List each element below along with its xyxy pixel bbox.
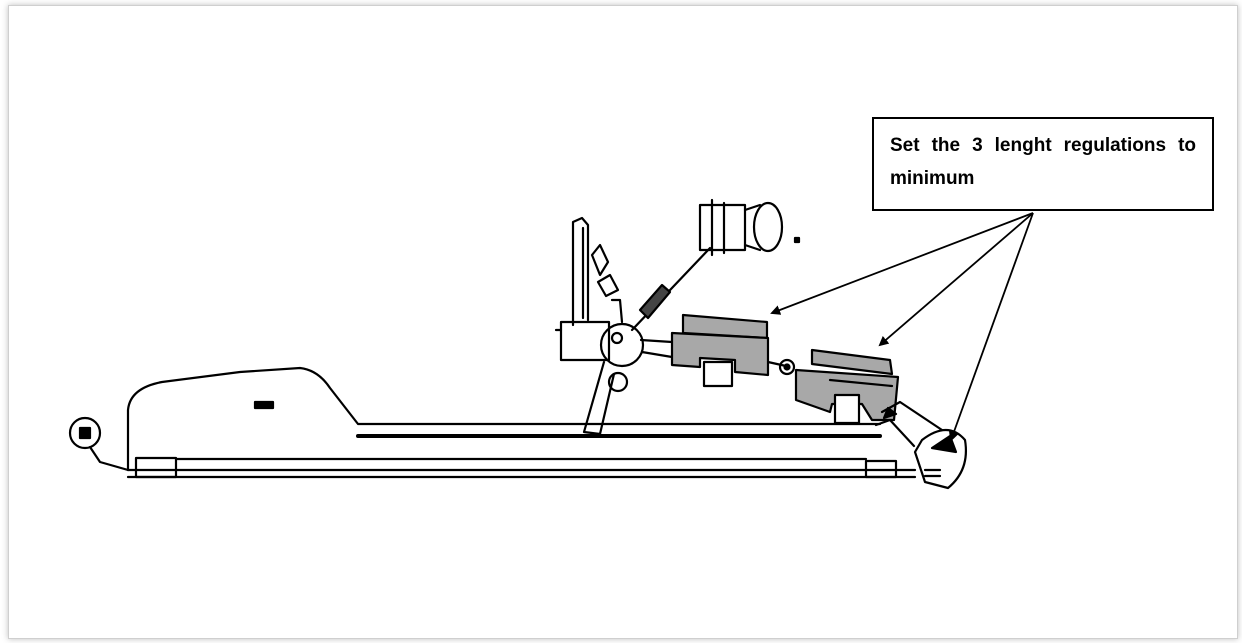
support-leg: [582, 360, 629, 436]
shin-pad: [794, 348, 900, 425]
callout-text: Set the 3 lenght regulations to minimum: [890, 135, 1196, 189]
motor-knob: [630, 198, 801, 332]
joint-wheel: [599, 322, 674, 368]
callout-arrows: [770, 212, 1034, 442]
arrow-to-thigh-pad: [770, 212, 1034, 315]
instruction-callout: Set the 3 lenght regulations to minimum: [872, 117, 1214, 211]
thigh-pad: [670, 313, 788, 388]
arrow-to-foot-support: [949, 212, 1034, 442]
foot-support: [874, 400, 967, 490]
arrow-to-shin-pad: [878, 212, 1034, 347]
motor-column: [554, 216, 624, 362]
machine-base: [126, 366, 917, 479]
hand-control-icon: [68, 416, 130, 472]
knee-joint: [778, 358, 796, 376]
